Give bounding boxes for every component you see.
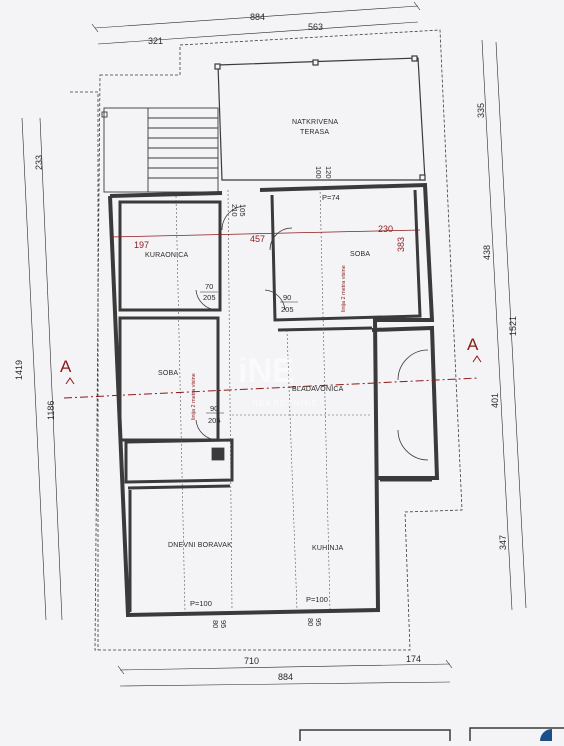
dim-left-outer: 1419 [14, 360, 24, 380]
opening-b1a: 80 [211, 620, 220, 628]
opening-soba-bottom: 205 [281, 305, 294, 314]
room-labels: NATKRIVENA TERASA KURAONICA SOBA SOBA BL… [145, 119, 370, 552]
line-label-right: linija 2 metra visine [341, 265, 347, 312]
stairs [101, 107, 219, 193]
dim-bottom-right: 174 [406, 654, 421, 664]
top-dimension-labels: 884 321 563 [148, 12, 323, 46]
dim-top-right: 563 [308, 22, 323, 32]
dim-top-left: 321 [148, 36, 163, 46]
dim-right-bottom: 347 [498, 535, 508, 550]
dim-bottom-left: 710 [244, 656, 259, 666]
dim-right-top: 335 [476, 103, 486, 118]
opening-window-living: P=100 [190, 599, 212, 608]
watermark-logo: iNE [238, 352, 295, 390]
section-mark-right: A [467, 335, 479, 354]
red-dim-corridor: 457 [250, 234, 265, 244]
opening-window-kitchen: P=100 [306, 595, 328, 604]
door-arcs [195, 205, 429, 461]
left-dimension-labels: 1419 233 1186 [14, 155, 56, 420]
line-label-left: linija 2 metra visine [191, 373, 197, 420]
opening-d2-bottom: 120 [324, 166, 333, 179]
terrace [214, 55, 426, 181]
right-dimension-labels: 335 438 401 1521 347 [476, 103, 518, 550]
corner-tag [299, 727, 564, 741]
red-dim-kuraonica: 197 [134, 240, 149, 250]
room-label-terrace-2: TERASA [300, 129, 329, 136]
opening-b1b: 95 [219, 620, 228, 628]
room-label-kuraonica: KURAONICA [145, 252, 189, 259]
opening-soba-top: 90 [283, 293, 291, 302]
section-mark-left: A [60, 357, 72, 376]
opening-p74: P=74 [322, 193, 340, 202]
opening-kuraonica-top: 70 [205, 282, 213, 291]
room-label-soba-left: SOBA [158, 370, 178, 377]
opening-d2-top: 100 [314, 166, 323, 179]
opening-d1-top: 105 [238, 204, 247, 217]
opening-b2a: 80 [306, 618, 315, 626]
opening-soba2-bottom: 205 [208, 416, 221, 425]
watermark-subtitle: NEKRETNINE [252, 399, 319, 408]
dim-left-upper: 233 [34, 155, 44, 170]
room-label-terrace-1: NATKRIVENA [292, 119, 338, 126]
dashed-plot-outline [70, 29, 463, 651]
red-dimensions: 197 457 230 383 linija 2 metra visine li… [109, 224, 421, 420]
opening-b2b: 95 [314, 618, 323, 626]
opening-kuraonica-bottom: 205 [203, 293, 216, 302]
interior-walls [118, 189, 432, 612]
opening-dimensions: 105 210 100 120 P=74 70 205 90 205 90 20… [190, 166, 340, 628]
room-label-soba-right: SOBA [350, 251, 370, 258]
thin-guides [175, 187, 370, 613]
dim-right-outer: 1521 [508, 316, 518, 336]
room-label-bathroom: BLADAVONICA [292, 386, 344, 393]
dim-top-total: 884 [250, 12, 265, 22]
opening-d1-bottom: 210 [230, 204, 239, 217]
red-dim-soba-width: 230 [378, 224, 393, 234]
opening-soba2-top: 90 [210, 404, 218, 413]
red-dim-soba-height: 383 [396, 237, 406, 252]
bottom-dimension-labels: 710 174 884 [244, 654, 421, 682]
dimension-lines [21, 1, 527, 687]
room-label-living: DNEVNI BORAVAK [168, 542, 232, 549]
room-label-kitchen: KUHINJA [312, 545, 343, 552]
exterior-walls [108, 182, 440, 618]
dim-right-middle: 438 [482, 245, 492, 260]
dim-bottom-total: 884 [278, 672, 293, 682]
section-line: A A [60, 335, 482, 399]
watermark: iNE NEKRETNINE [238, 352, 319, 408]
dim-right-lower: 401 [490, 393, 500, 408]
dim-left-lower: 1186 [46, 401, 56, 420]
